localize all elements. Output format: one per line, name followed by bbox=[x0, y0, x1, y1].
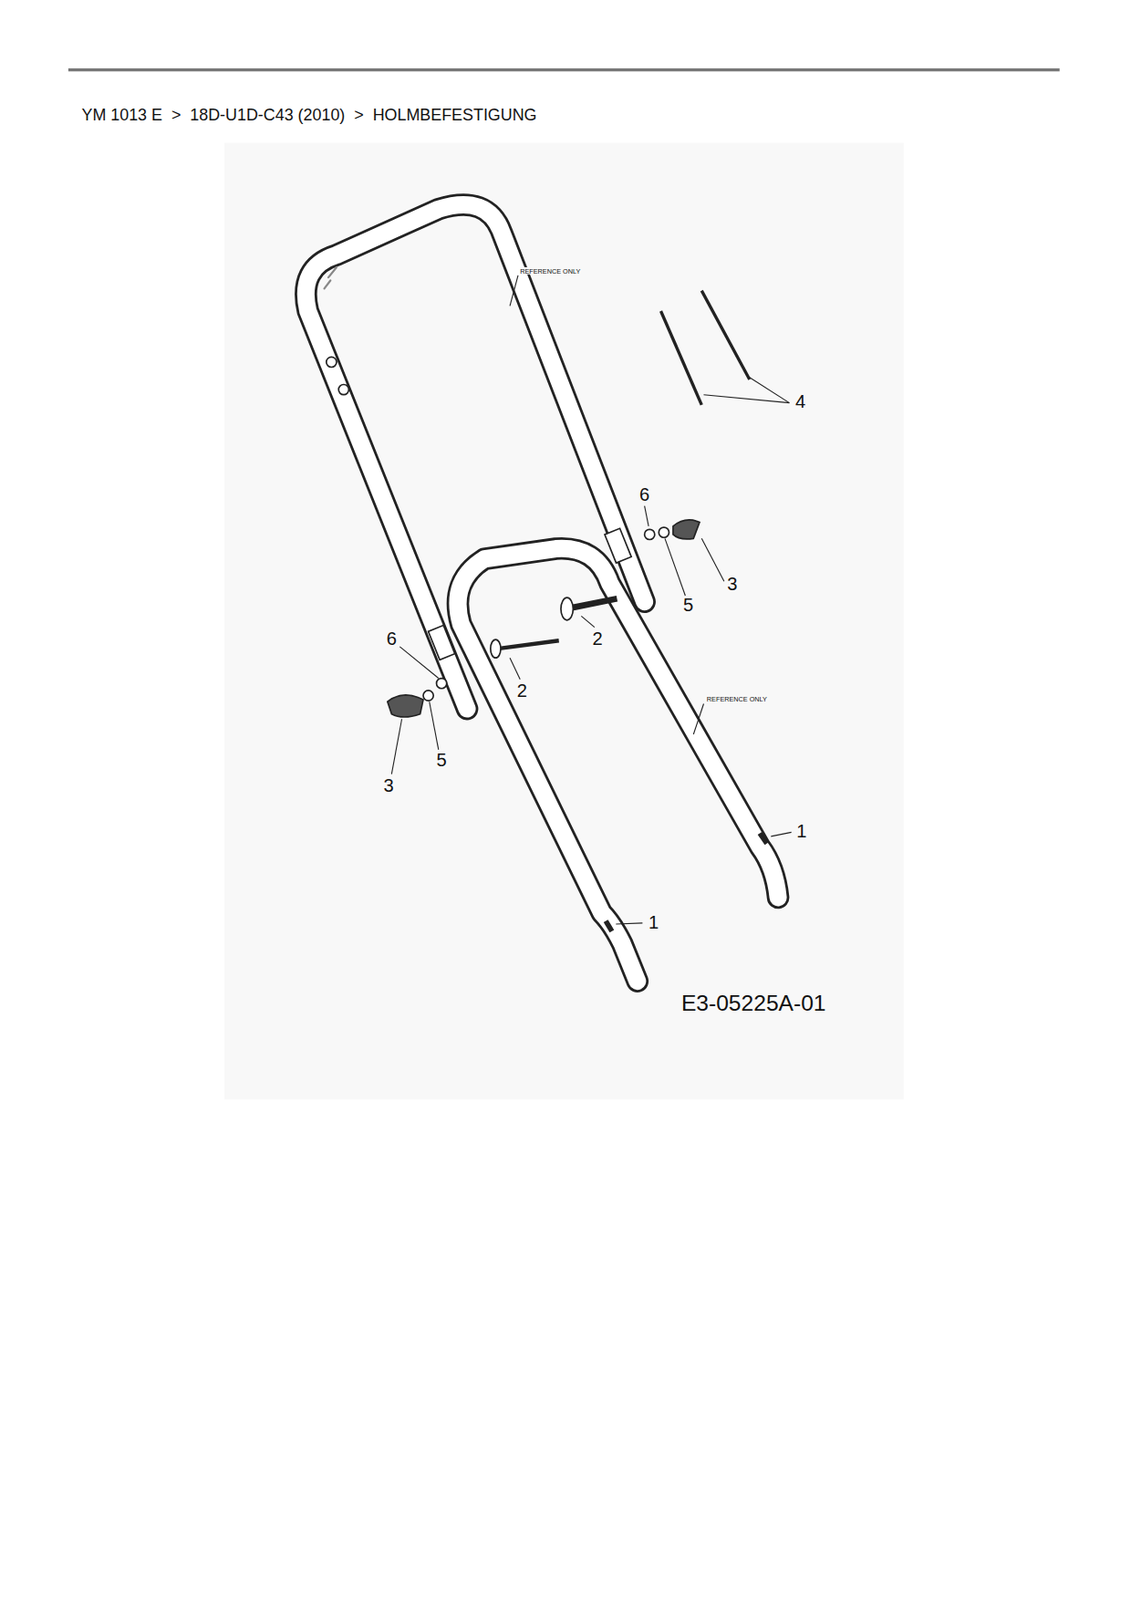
reference-note: REFERENCE ONLY bbox=[519, 267, 581, 275]
drawing-number: E3-05225A-01 bbox=[681, 991, 827, 1017]
callout-number: 6 bbox=[639, 485, 650, 506]
callout-number: 2 bbox=[517, 681, 528, 702]
callout-number: 5 bbox=[683, 595, 694, 616]
image-ground bbox=[224, 143, 904, 1100]
callout-number: 3 bbox=[726, 575, 737, 596]
callout-number: 5 bbox=[436, 750, 447, 771]
hardware-parts bbox=[326, 290, 768, 932]
page-title: YM 1013 E > 18D-U1D-C43 (2010) > HOLMBEF… bbox=[81, 105, 537, 125]
handle-tubes bbox=[305, 204, 779, 981]
reference-note: REFERENCE ONLY bbox=[706, 695, 768, 704]
callout-number: 2 bbox=[592, 629, 603, 650]
callout-number: 3 bbox=[383, 776, 394, 797]
callout-number: 1 bbox=[796, 821, 807, 842]
header-rule bbox=[68, 68, 1060, 72]
callout-number: 6 bbox=[386, 629, 397, 650]
leader-lines bbox=[391, 275, 791, 924]
callout-number: 4 bbox=[795, 393, 806, 414]
callout-number: 1 bbox=[648, 913, 659, 934]
